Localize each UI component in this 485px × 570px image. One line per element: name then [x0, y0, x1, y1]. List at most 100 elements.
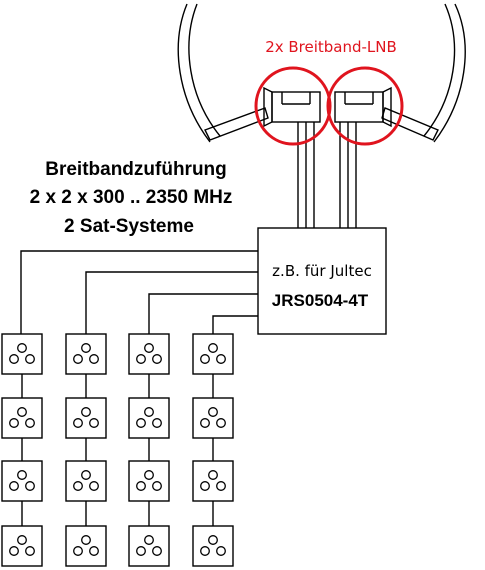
outlet: [128, 397, 170, 439]
outlet-socket: [9, 481, 19, 491]
outlet-socket: [25, 354, 35, 364]
outlet: [128, 525, 170, 567]
outlet-box: [65, 333, 107, 375]
outlet-socket: [208, 535, 218, 545]
outlet-socket: [81, 407, 91, 417]
outlet-socket: [200, 354, 210, 364]
outlet: [1, 525, 43, 567]
outlet-box: [128, 460, 170, 502]
outlet-socket: [136, 546, 146, 556]
lnb-left-cables: [297, 122, 315, 228]
outlet-box: [192, 460, 234, 502]
feed-lines: [20, 250, 258, 334]
feed-line-col-4: [212, 315, 258, 334]
outlet-socket: [200, 418, 210, 428]
outlet-box: [128, 333, 170, 375]
lnb-label: 2x Breitband-LNB: [265, 38, 397, 56]
outlet-box: [1, 397, 43, 439]
outlet-box: [192, 333, 234, 375]
lnb-right: [334, 86, 392, 128]
outlet-socket: [73, 418, 83, 428]
lnb-left-highlight: [254, 66, 332, 146]
outlet-socket: [136, 481, 146, 491]
outlet-socket: [17, 470, 27, 480]
outlet: [192, 525, 234, 567]
outlet-socket: [136, 354, 146, 364]
outlet-socket: [152, 418, 162, 428]
outlet: [65, 397, 107, 439]
outlet-socket: [89, 418, 99, 428]
multiswitch-note: z.B. für Jultec: [272, 262, 372, 280]
outlet: [65, 460, 107, 502]
dish-reflector-outer-right: [433, 3, 466, 143]
outlet-box: [192, 397, 234, 439]
feed-line-col-1: [20, 250, 258, 334]
lnb-right-highlight: [326, 66, 404, 146]
outlet-socket: [73, 546, 83, 556]
support-arm-right: [381, 107, 439, 141]
feed-line-2: 2 x 2 x 300 .. 2350 MHz: [30, 187, 233, 208]
outlet-box: [1, 525, 43, 567]
feed-line-col-3: [148, 293, 258, 334]
outlet-socket: [216, 418, 226, 428]
outlet-socket: [25, 418, 35, 428]
outlet-socket: [73, 481, 83, 491]
outlet: [192, 333, 234, 375]
outlet-socket: [17, 407, 27, 417]
feed-line-col-2: [85, 271, 258, 334]
outlet-socket: [152, 354, 162, 364]
outlet-socket: [89, 546, 99, 556]
outlet-socket: [208, 407, 218, 417]
feed-line-3: 2 Sat-Systeme: [64, 216, 194, 237]
feed-line-1: Breitbandzuführung: [45, 159, 227, 180]
outlet-socket: [152, 546, 162, 556]
outlet-socket: [136, 418, 146, 428]
outlet: [128, 460, 170, 502]
outlet-socket: [9, 418, 19, 428]
outlet-socket: [89, 354, 99, 364]
dish-reflector-inner: [188, 3, 221, 137]
lnb-highlight-circles: [254, 66, 404, 146]
outlet: [192, 397, 234, 439]
multiswitch-box: [257, 227, 387, 335]
outlet-socket: [9, 354, 19, 364]
outlet-box: [1, 460, 43, 502]
outlet-box: [65, 525, 107, 567]
outlet-socket: [208, 343, 218, 353]
outlet: [65, 525, 107, 567]
outlet: [1, 333, 43, 375]
outlet-socket: [144, 407, 154, 417]
outlet: [192, 460, 234, 502]
support-arm-left: [204, 107, 269, 141]
outlet: [1, 397, 43, 439]
outlet-box: [65, 397, 107, 439]
outlet-socket: [144, 470, 154, 480]
outlet-socket: [25, 481, 35, 491]
outlet-socket: [81, 535, 91, 545]
multiswitch-model: JRS0504-4T: [272, 291, 369, 310]
multiswitch: z.B. für Jultec JRS0504-4T: [257, 227, 387, 335]
outlet-box: [1, 333, 43, 375]
dish-reflector-inner-right: [423, 3, 456, 137]
outlet-box: [65, 460, 107, 502]
satellite-dish: [177, 3, 466, 228]
outlet-socket: [216, 546, 226, 556]
feed-description: Breitbandzuführung 2 x 2 x 300 .. 2350 M…: [30, 159, 233, 237]
outlet-socket: [200, 481, 210, 491]
outlet-grid: [1, 333, 234, 567]
outlet: [1, 460, 43, 502]
dish-reflector-outer: [177, 3, 211, 143]
outlet-socket: [152, 481, 162, 491]
outlet-socket: [89, 481, 99, 491]
outlet-socket: [216, 481, 226, 491]
outlet-socket: [81, 470, 91, 480]
outlet-socket: [208, 470, 218, 480]
outlet-socket: [17, 535, 27, 545]
outlet-socket: [144, 535, 154, 545]
outlet-socket: [144, 343, 154, 353]
outlet-socket: [200, 546, 210, 556]
outlet-socket: [25, 546, 35, 556]
outlet-box: [128, 525, 170, 567]
outlet-box: [128, 397, 170, 439]
